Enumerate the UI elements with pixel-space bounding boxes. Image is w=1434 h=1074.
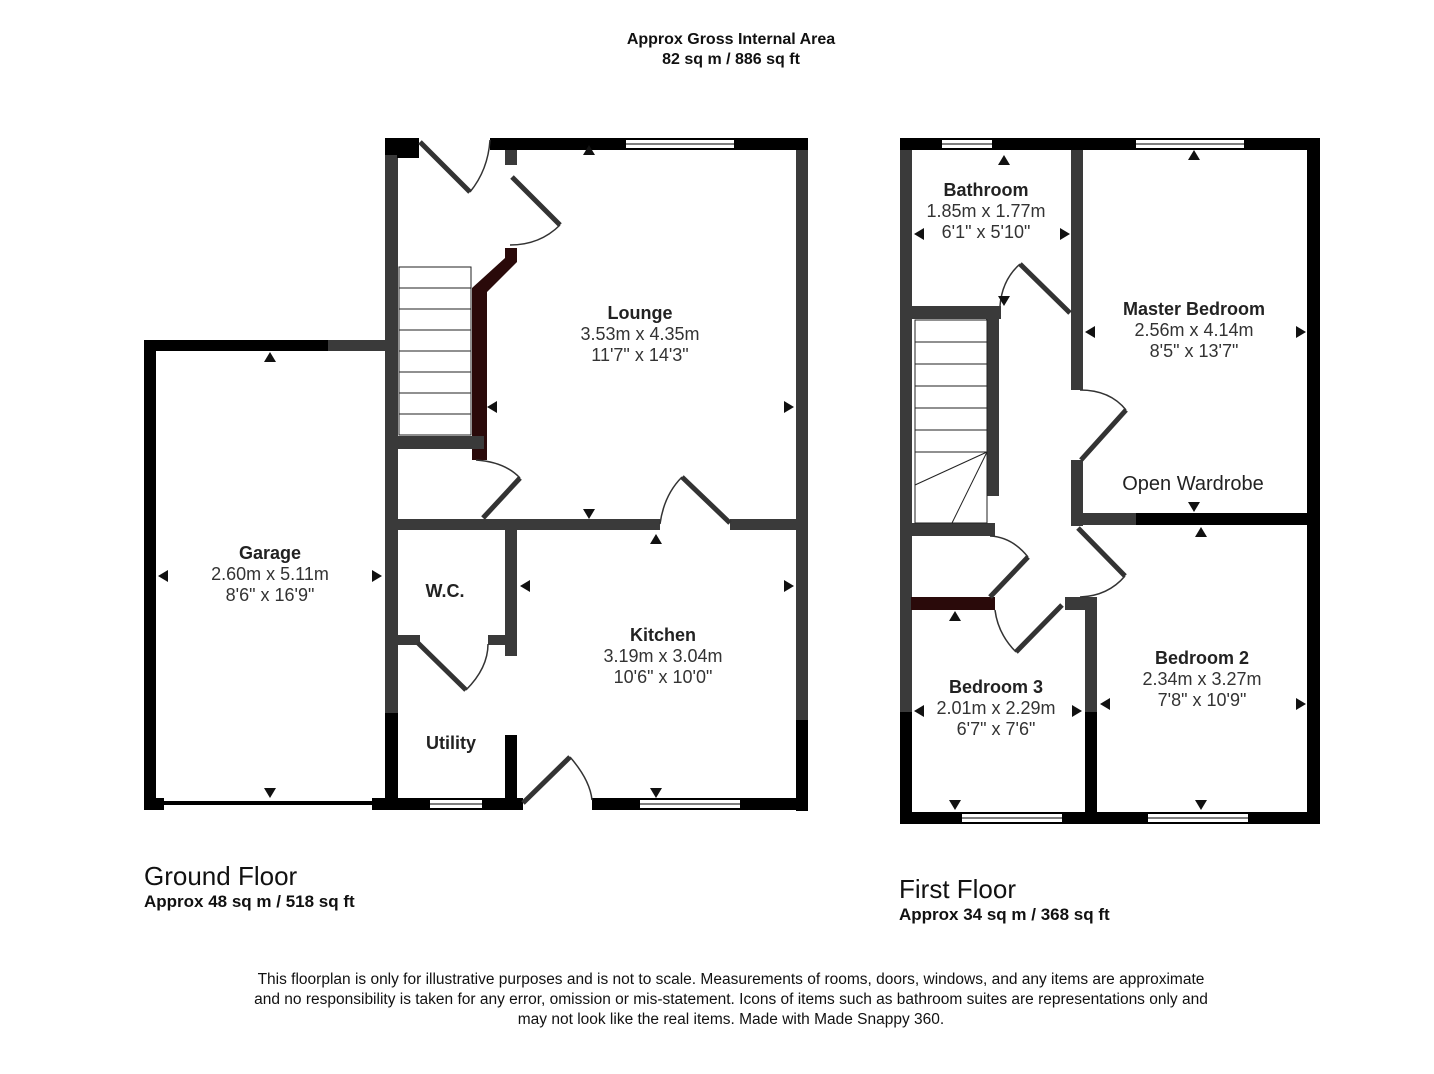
ground-dimension-arrows bbox=[158, 145, 794, 798]
room-name: Kitchen bbox=[629, 625, 696, 645]
floor-area: Approx 48 sq m / 518 sq ft bbox=[144, 892, 355, 911]
room-open-wardrobe: Open Wardrobe bbox=[1122, 473, 1264, 495]
room-name: Master Bedroom bbox=[1122, 299, 1266, 319]
gross-internal-area: Approx Gross Internal Area 82 sq m / 886… bbox=[0, 30, 1434, 70]
disclaimer-line-2: and no responsibility is taken for any e… bbox=[254, 991, 1208, 1008]
room-metric: 1.85m x 1.77m bbox=[926, 201, 1046, 221]
garage-walls bbox=[144, 340, 398, 810]
first-floor-caption: First Floor Approx 34 sq m / 368 sq ft bbox=[899, 874, 1110, 926]
room-metric: 3.53m x 4.35m bbox=[580, 324, 700, 344]
room-imperial: 8'5" x 13'7" bbox=[1149, 341, 1239, 361]
gross-area-value: 82 sq m / 886 sq ft bbox=[662, 51, 800, 68]
ground-stairs bbox=[398, 266, 472, 436]
ground-floor-plan bbox=[144, 138, 808, 811]
room-imperial: 6'1" x 5'10" bbox=[941, 222, 1031, 242]
room-name: Open Wardrobe bbox=[1122, 473, 1264, 495]
floor-title: First Floor bbox=[899, 874, 1016, 904]
room-name: Bedroom 2 bbox=[1154, 648, 1250, 668]
room-imperial: 7'8" x 10'9" bbox=[1157, 690, 1247, 710]
room-utility: Utility bbox=[426, 732, 476, 754]
room-bedroom-3: Bedroom 3 2.01m x 2.29m 6'7" x 7'6" bbox=[936, 676, 1055, 740]
disclaimer: This floorplan is only for illustrative … bbox=[0, 970, 1434, 1030]
first-floor-doors bbox=[988, 262, 1128, 654]
room-bathroom: Bathroom 1.85m x 1.77m 6'1" x 5'10" bbox=[926, 179, 1045, 243]
first-floor-dimension-arrows bbox=[914, 150, 1306, 810]
room-metric: 2.01m x 2.29m bbox=[936, 698, 1056, 718]
first-floor-plan bbox=[900, 138, 1320, 824]
room-name: Garage bbox=[238, 543, 302, 563]
room-kitchen: Kitchen 3.19m x 3.04m 10'6" x 10'0" bbox=[603, 624, 722, 688]
floor-title: Ground Floor bbox=[144, 861, 298, 891]
room-lounge: Lounge 3.53m x 4.35m 11'7" x 14'3" bbox=[580, 302, 699, 366]
disclaimer-line-1: This floorplan is only for illustrative … bbox=[257, 971, 1205, 988]
room-metric: 3.19m x 3.04m bbox=[603, 646, 723, 666]
room-name: Lounge bbox=[607, 303, 673, 323]
room-name: Bathroom bbox=[943, 180, 1029, 200]
first-floor-walls bbox=[900, 138, 1320, 824]
ground-doors bbox=[416, 139, 732, 805]
room-bedroom-2: Bedroom 2 2.34m x 3.27m 7'8" x 10'9" bbox=[1142, 647, 1261, 711]
gross-area-title: Approx Gross Internal Area bbox=[626, 31, 836, 48]
room-garage: Garage 2.60m x 5.11m 8'6" x 16'9" bbox=[211, 542, 329, 606]
room-metric: 2.34m x 3.27m bbox=[1142, 669, 1262, 689]
room-imperial: 8'6" x 16'9" bbox=[225, 585, 315, 605]
first-floor-stairs bbox=[914, 319, 988, 524]
room-metric: 2.56m x 4.14m bbox=[1134, 320, 1254, 340]
floor-area: Approx 34 sq m / 368 sq ft bbox=[899, 905, 1110, 924]
room-name: Bedroom 3 bbox=[948, 677, 1044, 697]
room-wc: W.C. bbox=[426, 580, 465, 602]
ground-floor-caption: Ground Floor Approx 48 sq m / 518 sq ft bbox=[144, 861, 355, 913]
house-walls bbox=[385, 138, 808, 811]
room-master-bedroom: Master Bedroom 2.56m x 4.14m 8'5" x 13'7… bbox=[1123, 298, 1265, 362]
room-metric: 2.60m x 5.11m bbox=[211, 564, 329, 584]
room-name: W.C. bbox=[425, 581, 465, 601]
room-name: Utility bbox=[425, 733, 477, 753]
room-imperial: 6'7" x 7'6" bbox=[956, 719, 1036, 739]
room-imperial: 10'6" x 10'0" bbox=[613, 667, 713, 687]
disclaimer-line-3: may not look like the real items. Made w… bbox=[517, 1011, 945, 1028]
room-imperial: 11'7" x 14'3" bbox=[591, 345, 689, 365]
